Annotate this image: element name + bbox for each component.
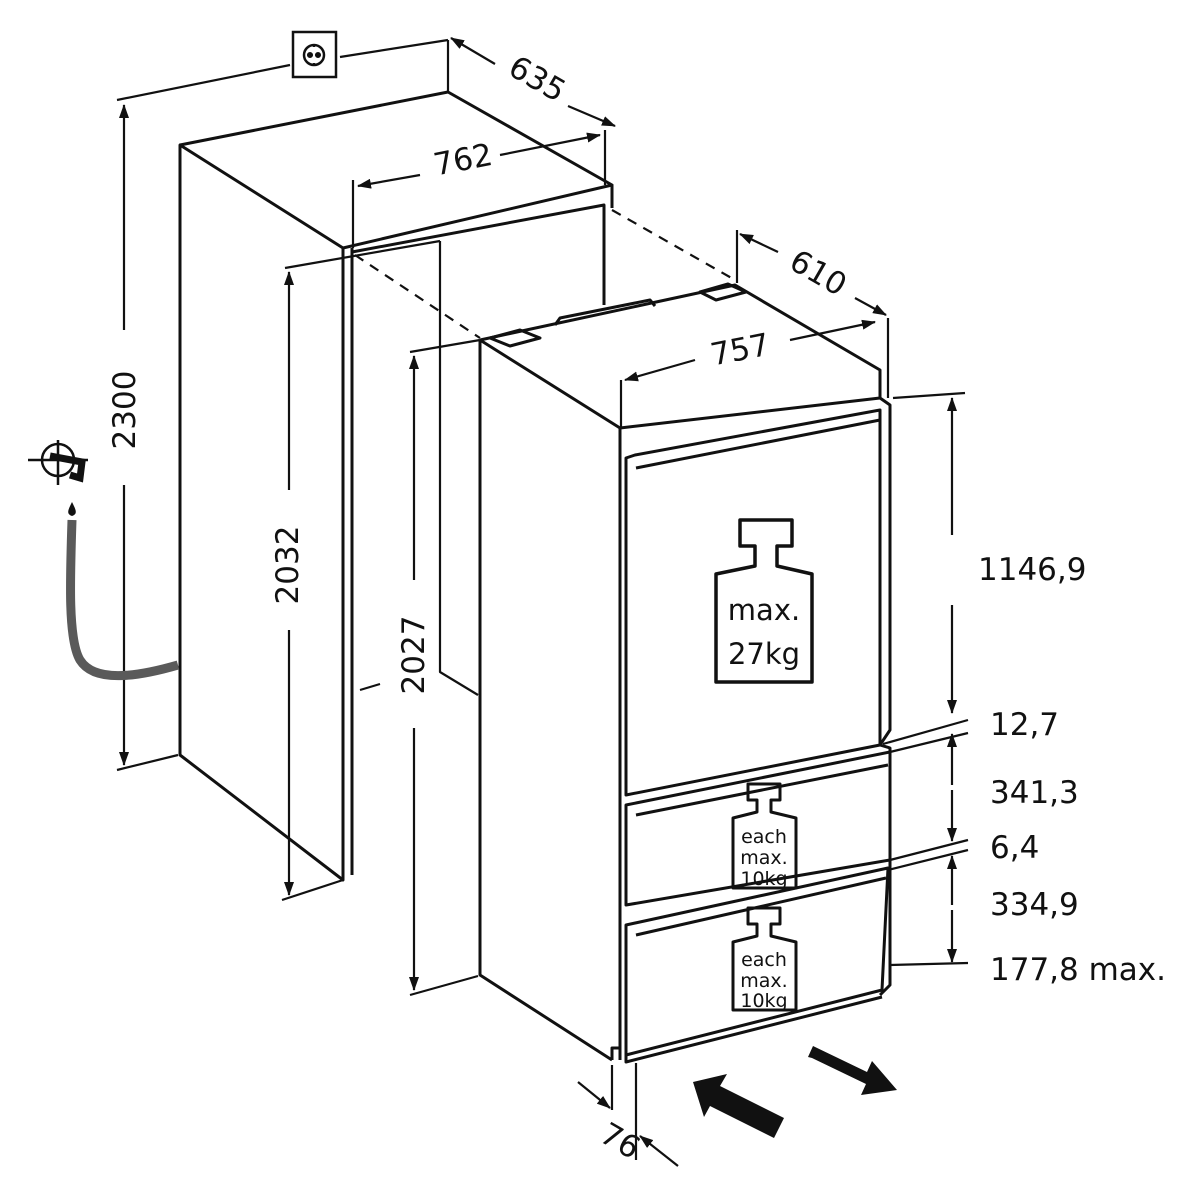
drawer-2-load-line-3: 10kg [740, 990, 787, 1012]
upper-load-line-1: max. [728, 593, 800, 627]
appliance-body [478, 282, 892, 1062]
dim-drawer-2: 334,9 [990, 887, 1079, 923]
dim-base-max: 177,8 max. [990, 952, 1166, 988]
upper-door [624, 408, 882, 797]
dim-niche-width: 762 [431, 137, 496, 184]
arrow-in-icon [693, 1074, 784, 1138]
water-drop-icon [68, 502, 76, 516]
drawer-1-load-line-3: 10kg [740, 868, 787, 890]
drawer-1-load-line-2: max. [740, 847, 787, 869]
water-tap-icon [28, 440, 88, 485]
dim-drawer-1: 341,3 [990, 775, 1079, 811]
electrical-socket-icon [291, 30, 338, 79]
dim-plinth-offset: 76 [594, 1116, 646, 1167]
arrow-out-icon [808, 1046, 897, 1095]
upper-load-line-2: 27kg [728, 637, 800, 671]
weight-icon [714, 518, 814, 684]
weight-icon [731, 906, 798, 1012]
dim-niche-depth: 635 [502, 49, 571, 110]
drawer-2-load-line-2: max. [740, 970, 787, 992]
drawer-2-load-line-1: each [741, 949, 787, 971]
weight-icon [731, 782, 798, 890]
dim-niche-inner-height: 2032 [270, 526, 306, 605]
dim-appliance-height: 2027 [396, 616, 432, 695]
dim-niche-height: 2300 [107, 371, 143, 450]
water-hose [66, 519, 180, 681]
drawer-1-load-line-1: each [741, 826, 787, 848]
dim-appliance-width: 757 [708, 327, 773, 374]
dim-appliance-depth: 610 [783, 243, 852, 304]
dim-upper-door: 1146,9 [978, 552, 1086, 588]
niche-cabinet [178, 90, 614, 882]
dimension-lines [116, 37, 969, 1167]
dim-gap-1: 12,7 [990, 707, 1059, 743]
dim-gap-2: 6,4 [990, 830, 1039, 866]
